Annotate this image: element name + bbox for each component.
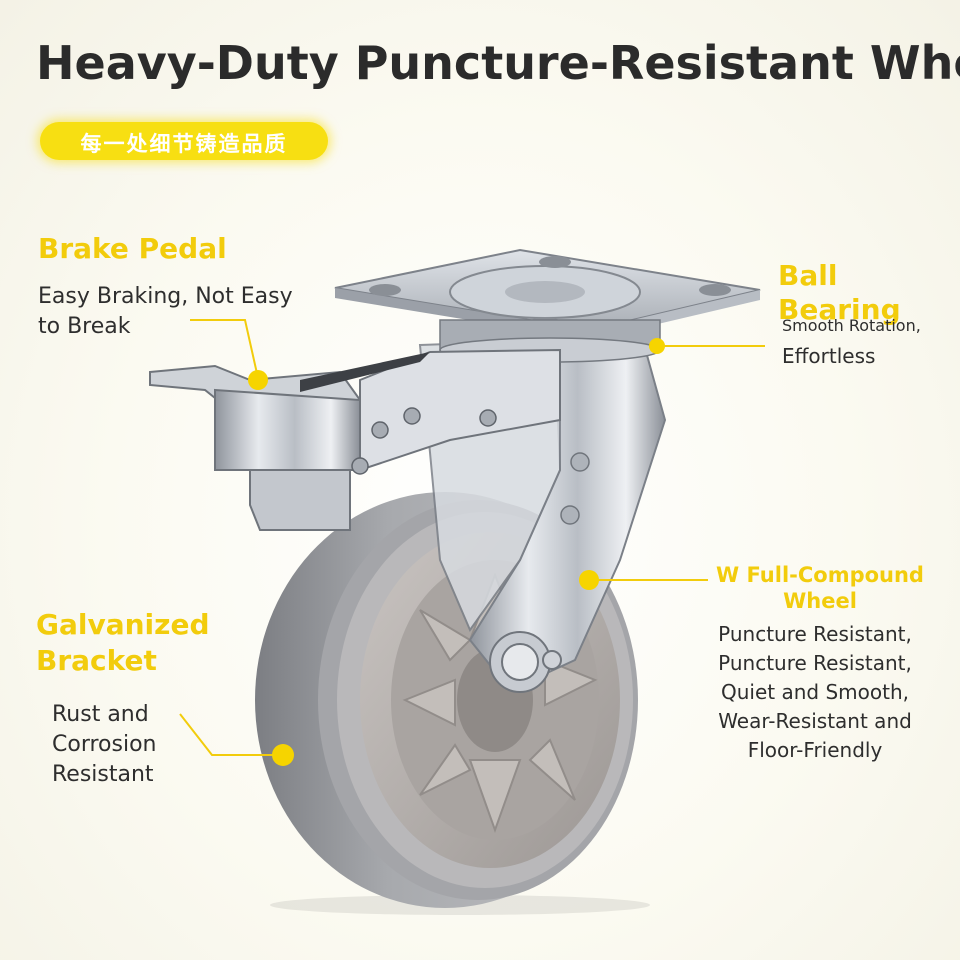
brake-pedal-desc-line1: Easy Braking, Not Easy <box>38 284 293 309</box>
wheel-desc-line1: Puncture Resistant, <box>718 622 912 646</box>
galvanized-bracket-title-line2: Bracket <box>36 644 157 677</box>
ball-bearing-title: Ball Bearing <box>778 259 901 326</box>
callout-dot-wheel <box>579 570 599 590</box>
page-title: Heavy-Duty Puncture-Resistant Wheel <box>36 36 960 90</box>
wheel-desc-line2: Puncture Resistant, <box>718 651 912 675</box>
callout-dot-brake <box>248 370 268 390</box>
brake-pedal-desc-line2: to Break <box>38 314 131 339</box>
brake-pedal-title: Brake Pedal <box>38 232 227 265</box>
galvanized-bracket-title-line1: Galvanized <box>36 608 210 641</box>
galvanized-bracket-desc-line3: Resistant <box>52 762 154 787</box>
callout-dots <box>248 338 665 766</box>
wheel-desc-line5: Floor-Friendly <box>747 738 883 762</box>
quality-badge-text: 每一处细节铸造品质 <box>80 132 288 156</box>
ball-bearing-desc-line1: Smooth Rotation, <box>782 316 921 335</box>
callout-dot-bracket <box>272 744 294 766</box>
wheel-title-line1: W Full-Compound <box>716 563 924 587</box>
wheel-desc-line3: Quiet and Smooth, <box>721 680 909 704</box>
callout-line-brake <box>190 319 259 379</box>
mounting-plate <box>334 248 761 363</box>
ball-bearing-desc-line2: Effortless <box>782 344 876 368</box>
quality-badge: 每一处细节铸造品质 <box>40 122 328 160</box>
galvanized-bracket-desc-line2: Corrosion <box>52 732 157 757</box>
galvanized-bracket-desc-line1: Rust and <box>52 702 149 727</box>
callout-lines <box>179 319 765 756</box>
callout-line-bracket <box>179 713 282 756</box>
wheel-title-line2: Wheel <box>783 589 857 613</box>
callout-dot-bearing <box>649 338 665 354</box>
wheel-desc-line4: Wear-Resistant and <box>718 709 912 733</box>
